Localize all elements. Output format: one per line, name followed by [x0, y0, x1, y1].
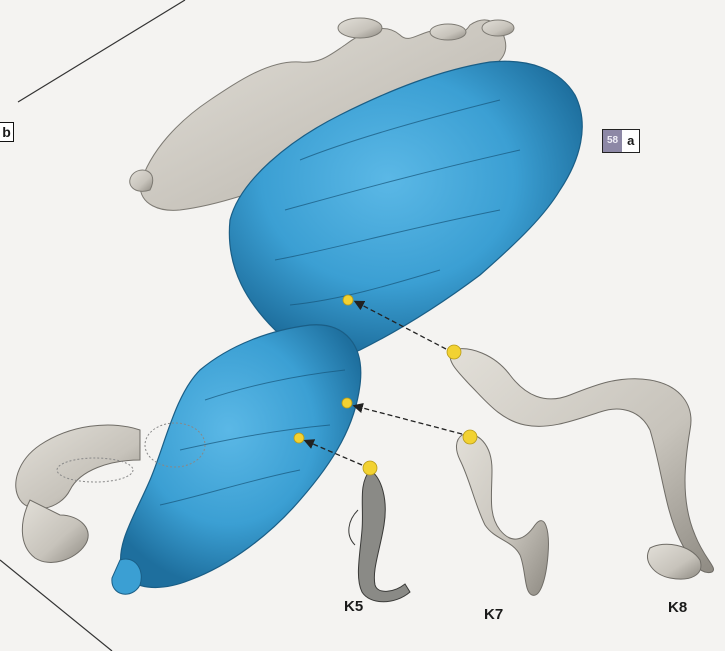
label-k8: K8: [668, 599, 687, 616]
marker-k7-joint: [463, 430, 477, 444]
arrow-k7: [355, 406, 462, 434]
marker-body-lower: [294, 433, 304, 443]
marker-body-middle: [342, 398, 352, 408]
leg-k7: [456, 434, 548, 595]
panel-number: 58: [603, 130, 622, 152]
marker-body-upper: [343, 295, 353, 305]
leg-k5: [349, 470, 410, 602]
frame-line-bottom: [0, 560, 112, 651]
label-k7: K7: [484, 606, 503, 623]
panel-label-b: b: [0, 122, 14, 142]
panel-label-a: 58 a: [602, 129, 640, 153]
marker-k8-joint: [447, 345, 461, 359]
panel-letter: a: [622, 130, 639, 152]
marker-k5-joint: [363, 461, 377, 475]
label-k5: K5: [344, 598, 363, 615]
frame-line-top: [18, 0, 185, 102]
